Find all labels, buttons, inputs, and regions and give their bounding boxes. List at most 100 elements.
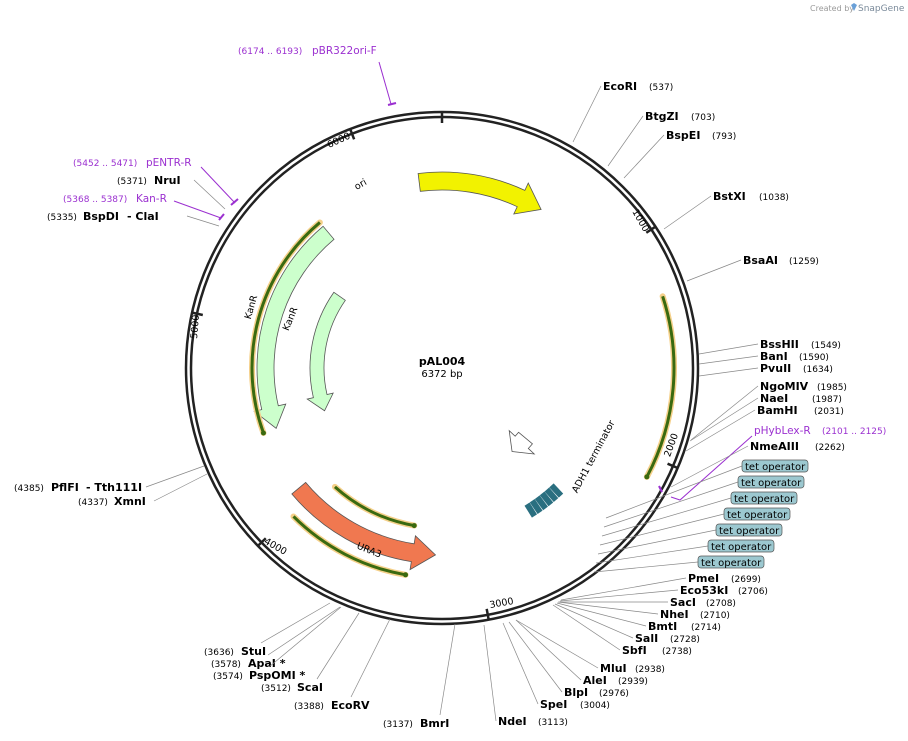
- tet-box: [723, 507, 791, 521]
- restriction-site[interactable]: BanI(1590): [698, 350, 829, 365]
- primer-kan-r[interactable]: (5368 .. 5387) Kan-R: [63, 193, 225, 221]
- primer-name: pHybLex-R: [754, 425, 811, 437]
- site-position: (2710): [700, 611, 730, 621]
- tet-operator-label[interactable]: tet operator: [605, 459, 809, 519]
- restriction-site[interactable]: (3388)EcoRV: [294, 618, 391, 712]
- site-leader: [186, 215, 220, 227]
- restriction-site[interactable]: NgoMIV(1985): [690, 380, 847, 441]
- restriction-site[interactable]: SalI(2728): [554, 603, 700, 645]
- kanr-feature-1[interactable]: [253, 225, 335, 430]
- tet-operator-label[interactable]: tet operator: [603, 475, 805, 528]
- restriction-site[interactable]: PvuII(1634): [698, 362, 833, 377]
- scale-tick: [191, 311, 204, 317]
- restriction-site[interactable]: (3578)ApaI *: [211, 606, 341, 670]
- tet-operator-block[interactable]: [524, 502, 538, 518]
- ura3-orf-1[interactable]: [292, 515, 406, 577]
- primer-pbr322ori-f[interactable]: (6174 .. 6193) pBR322ori-F: [238, 45, 397, 106]
- restriction-site[interactable]: (4385)PflFI- Tth111I: [14, 465, 205, 494]
- site-position: (2938): [635, 665, 665, 675]
- site-name: BamHI: [757, 404, 798, 417]
- restriction-site[interactable]: BstXI(1038): [663, 190, 789, 230]
- tet-operator-label[interactable]: tet operator: [593, 555, 765, 573]
- plasmid-size: 6372 bp: [421, 369, 462, 380]
- credit-brand[interactable]: SnapGene: [858, 4, 905, 14]
- site-name: StuI: [241, 645, 266, 658]
- restriction-site[interactable]: NdeI(3113): [483, 624, 568, 728]
- tet-operator-label[interactable]: tet operator: [597, 523, 783, 555]
- restriction-site[interactable]: BssHII(1549): [698, 338, 841, 355]
- tet-operator-block[interactable]: [544, 487, 559, 503]
- site-name: NgoMIV: [760, 380, 809, 393]
- tet-operator-block[interactable]: [534, 495, 548, 511]
- site-alt-name: - Tth111I: [86, 481, 142, 494]
- restriction-site[interactable]: (3137)BmrI: [383, 623, 456, 730]
- restriction-site[interactable]: AleI (2939): [515, 619, 648, 687]
- restriction-site[interactable]: (4337)XmnI: [78, 473, 208, 508]
- site-name: NruI: [154, 174, 181, 187]
- tet-box-text: tet operator: [719, 526, 780, 537]
- primer-range: (2101 .. 2125): [822, 427, 886, 437]
- site-name: BlpI: [564, 686, 588, 699]
- restriction-site[interactable]: SpeI(3004): [502, 622, 610, 711]
- restriction-site[interactable]: SbfI(2738): [552, 604, 692, 657]
- restriction-site[interactable]: (3636)StuI: [204, 602, 331, 658]
- kanr-orf-1[interactable]: [250, 221, 321, 434]
- restriction-site[interactable]: (5371)NruI: [117, 174, 226, 210]
- restriction-site[interactable]: (3574)PspOMI *: [213, 606, 342, 682]
- adh1-orf[interactable]: [645, 295, 676, 478]
- site-leader: [153, 473, 208, 502]
- restriction-site[interactable]: BamHI(2031): [685, 404, 844, 452]
- site-name: AleI: [583, 674, 607, 687]
- ura3-orf-2[interactable]: [333, 485, 415, 528]
- tet-operator-block[interactable]: [529, 499, 543, 515]
- restriction-site[interactable]: Eco53kI(2706): [559, 584, 768, 602]
- restriction-site[interactable]: BlpI(2976): [508, 621, 629, 699]
- site-leader: [623, 134, 665, 179]
- restriction-site[interactable]: MluI(2938): [515, 619, 665, 675]
- restriction-site[interactable]: BtgZI(703): [607, 110, 715, 167]
- restriction-site[interactable]: (3512)ScaI: [261, 612, 360, 694]
- site-name: NheI: [660, 608, 689, 621]
- primer-leader: [378, 61, 392, 105]
- kanr-feature-2[interactable]: [306, 291, 346, 412]
- tet-operator-block[interactable]: [539, 491, 554, 507]
- site-position: (793): [712, 132, 736, 142]
- site-position: (537): [649, 83, 673, 93]
- site-name: SpeI: [540, 698, 567, 711]
- tet-box: [697, 555, 765, 569]
- primer-phyblex-r[interactable]: pHybLex-R (2101 .. 2125): [658, 425, 886, 501]
- primer-pentr-r[interactable]: (5452 .. 5471) pENTR-R: [73, 157, 239, 206]
- restriction-site[interactable]: BsaAI(1259): [686, 254, 819, 282]
- site-name: PmeI: [688, 572, 719, 585]
- restriction-site[interactable]: SacI(2708): [559, 596, 736, 609]
- tet-operator-label[interactable]: tet operator: [595, 539, 775, 564]
- site-leader: [663, 195, 712, 230]
- site-leader: [552, 604, 621, 651]
- site-position: (3574): [213, 672, 243, 682]
- tet-box-text: tet operator: [741, 478, 802, 489]
- tet-box-text: tet operator: [745, 462, 806, 473]
- site-leader: [145, 465, 205, 488]
- primer-mark: [387, 102, 397, 106]
- primer-mark: [230, 198, 239, 206]
- tet-operator-label[interactable]: tet operator: [601, 491, 798, 537]
- restriction-site[interactable]: NheI (2710): [557, 601, 730, 621]
- ura3-feature[interactable]: [291, 481, 437, 571]
- restriction-site[interactable]: BmtI(2714): [556, 602, 721, 633]
- restriction-site[interactable]: NaeI(1987): [689, 392, 842, 442]
- tet-leader: [597, 529, 717, 555]
- ori-label: ori: [353, 177, 369, 193]
- ori-feature[interactable]: [417, 171, 542, 215]
- restriction-site[interactable]: NmeAIII(2262): [670, 440, 845, 488]
- tet-operator-block[interactable]: [549, 483, 564, 498]
- adh1-terminator-feature[interactable]: [508, 429, 536, 455]
- restriction-site[interactable]: BspEI(793): [623, 129, 736, 179]
- restriction-site[interactable]: PmeI(2699): [560, 572, 761, 601]
- tet-operator-label[interactable]: tet operator: [599, 507, 791, 546]
- restriction-site[interactable]: EcoRI(537): [572, 80, 673, 143]
- site-position: (2939): [618, 677, 648, 687]
- adh1-orf-arrowhead: [644, 474, 650, 480]
- scale-tick: [257, 537, 267, 547]
- restriction-site[interactable]: (5335)BspDI- ClaI: [47, 210, 220, 227]
- site-leader: [698, 355, 759, 365]
